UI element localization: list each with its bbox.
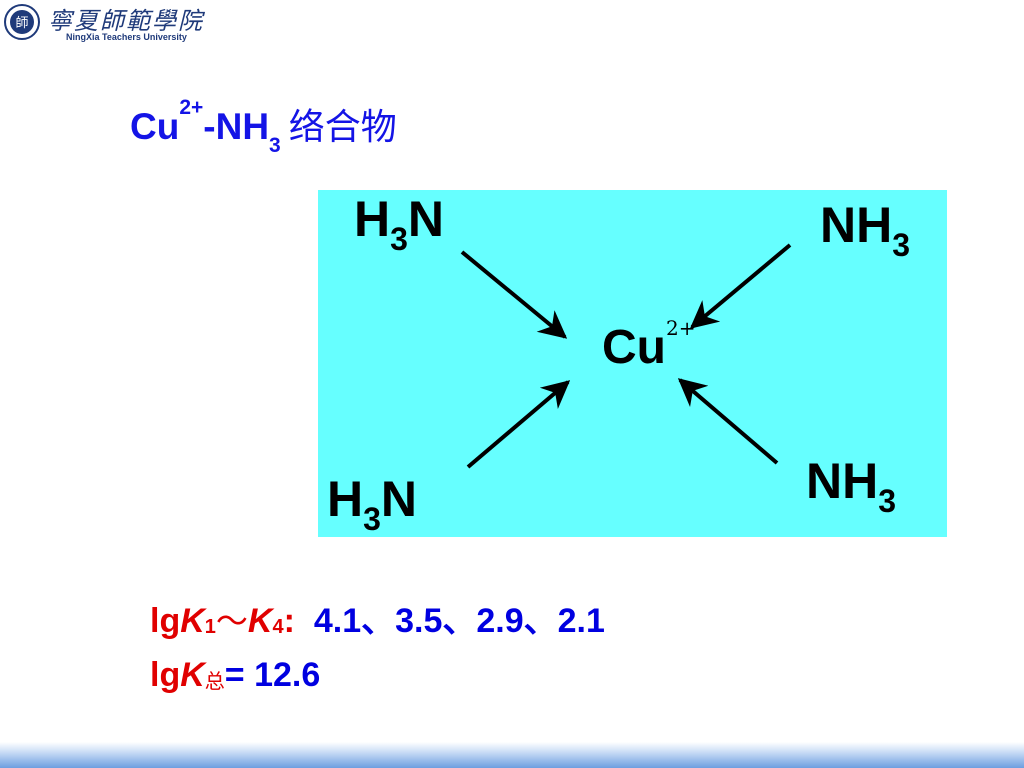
title-charge: 2+: [179, 96, 204, 119]
title-ligand-subscript: 3: [269, 134, 281, 157]
school-name-cn: 寧夏師範學院: [48, 7, 204, 35]
stability-constants: lgK1～K4: 4.1、3.5、2.9、2.1 lgK总= 12.6: [150, 594, 605, 702]
metal-charge: 2+: [665, 316, 696, 340]
title-chinese: 络合物: [288, 107, 397, 148]
ligand-top-left: H3N: [354, 191, 445, 257]
ligand-bottom-left: H3N: [327, 471, 418, 537]
arrow-top-left: [460, 250, 568, 339]
footer-gradient-bar: [0, 742, 1024, 768]
overall-constant-line: lgK总= 12.6: [150, 656, 321, 694]
title-ligand: -NH: [203, 106, 270, 147]
metal-symbol: Cu: [602, 321, 666, 374]
overall-value: = 12.6: [224, 656, 321, 694]
arrow-bottom-left: [466, 380, 571, 469]
school-logo: 師 寧夏師範學院 NingXia Teachers University: [0, 0, 220, 50]
complex-diagram-panel: [318, 190, 947, 537]
page-title: Cu2+-NH3 络合物: [130, 96, 397, 157]
ligand-bottom-right: NH3: [806, 453, 897, 519]
svg-text:師: 師: [15, 16, 28, 31]
stepwise-constants-line: lgK1～K4: 4.1、3.5、2.9、2.1: [150, 602, 605, 640]
title-metal: Cu: [130, 106, 180, 147]
ligand-top-right: NH3: [820, 197, 911, 263]
school-name-en: NingXia Teachers University: [66, 32, 187, 42]
stepwise-values: 4.1、3.5、2.9、2.1: [313, 602, 605, 640]
school-seal-icon: 師: [4, 4, 40, 40]
arrow-bottom-right: [677, 378, 779, 465]
central-metal-ion: Cu2+: [602, 316, 695, 375]
arrow-top-right: [689, 243, 792, 329]
